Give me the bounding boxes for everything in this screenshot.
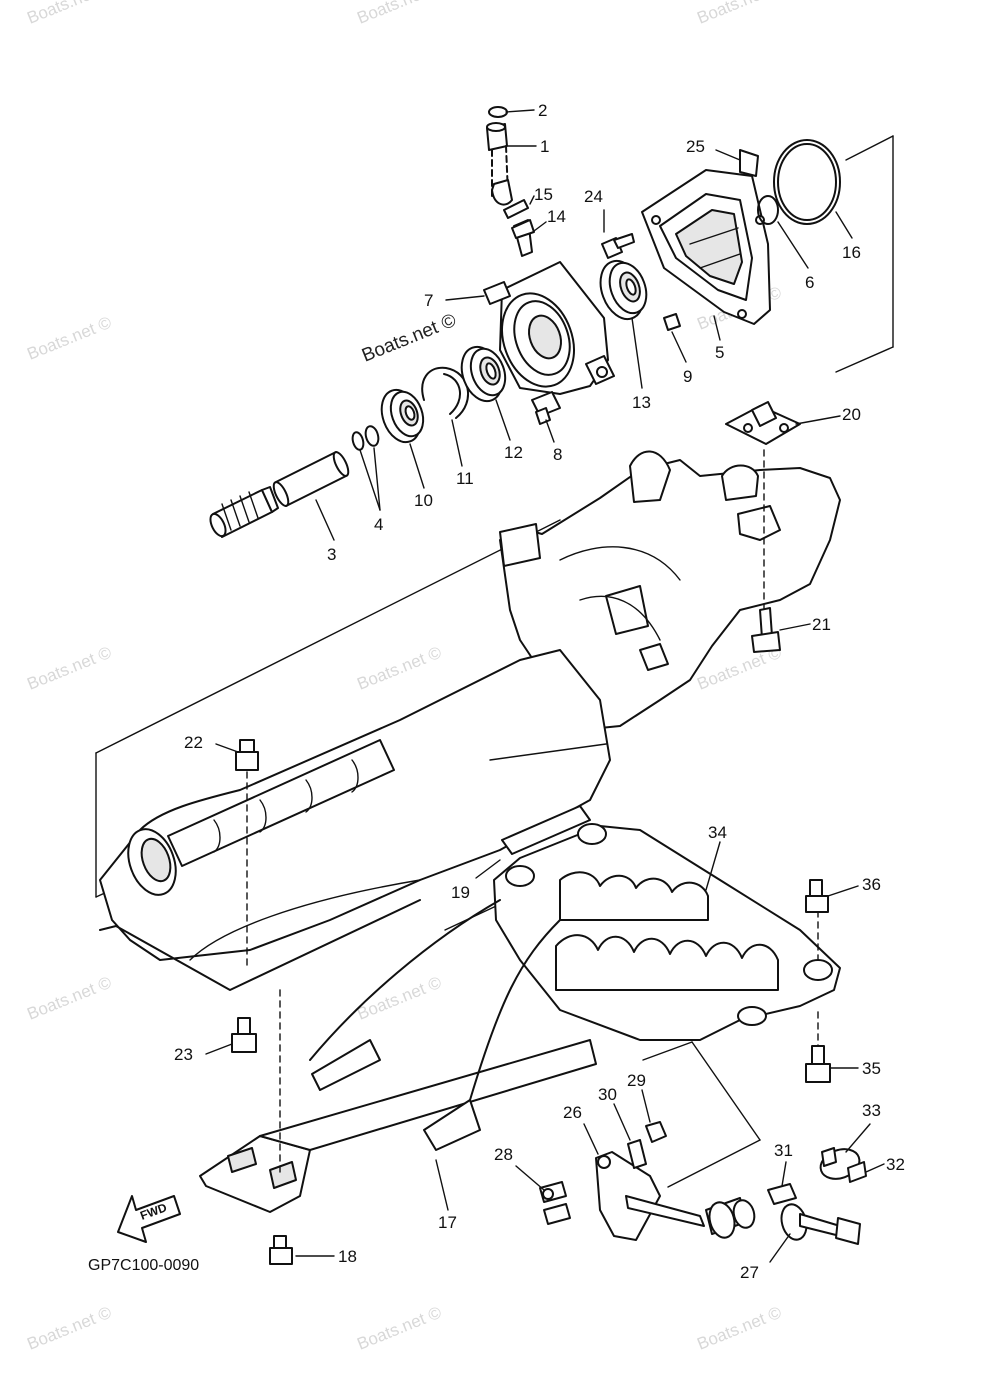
bearing-13 <box>599 259 648 321</box>
callout-36: 36 <box>862 875 881 894</box>
circlip-11 <box>421 366 469 419</box>
intake-grate <box>199 899 597 1213</box>
callout-16: 16 <box>842 243 861 262</box>
nut-29 <box>645 1121 667 1143</box>
o-ring-6 <box>757 195 779 225</box>
bearing-10 <box>380 388 425 444</box>
ride-plate <box>493 823 841 1051</box>
callout-1: 1 <box>540 137 549 156</box>
watermark-text: Boats.net © <box>354 643 444 694</box>
callout-10: 10 <box>414 491 433 510</box>
callout-5: 5 <box>715 343 724 362</box>
callout-25: 25 <box>686 137 705 156</box>
callout-28: 28 <box>494 1145 513 1164</box>
callout-27: 27 <box>740 1263 759 1282</box>
cable-end-27 <box>705 1197 861 1245</box>
watermark-text: Boats.net © <box>354 1303 444 1354</box>
pin-31 <box>767 1183 797 1205</box>
callout-26: 26 <box>563 1103 582 1122</box>
watermark-text: Boats.net © <box>694 0 784 28</box>
callout-7: 7 <box>424 291 433 310</box>
fitting-plate-20 <box>725 401 801 611</box>
callout-22: 22 <box>184 733 203 752</box>
watermark-main: Boats.net © <box>359 310 459 367</box>
collar-30 <box>627 1139 647 1169</box>
callout-34: 34 <box>708 823 727 842</box>
callout-15: 15 <box>534 185 553 204</box>
callout-3: 3 <box>327 545 336 564</box>
bolt-35 <box>805 1045 831 1083</box>
bearing-12 <box>460 345 507 403</box>
callout-29: 29 <box>627 1071 646 1090</box>
watermark-text: Boats.net © <box>694 1303 784 1354</box>
o-rings <box>351 425 380 451</box>
bolt-24 <box>601 233 635 259</box>
bracket-26 <box>595 1151 705 1241</box>
callout-12: 12 <box>504 443 523 462</box>
callout-9: 9 <box>683 367 692 386</box>
grease-hose-assembly <box>486 106 535 257</box>
callout-31: 31 <box>774 1141 793 1160</box>
callout-30: 30 <box>598 1085 617 1104</box>
bolt-22 <box>235 739 259 967</box>
callout-4: 4 <box>374 515 383 534</box>
intake-housing <box>641 169 771 325</box>
watermark-text: Boats.net © <box>24 0 114 28</box>
seal-19 <box>489 743 607 855</box>
bolts-28 <box>539 1181 571 1225</box>
clip-33 <box>819 1147 861 1180</box>
callout-11: 11 <box>456 469 474 488</box>
callout-18: 18 <box>338 1247 357 1266</box>
callout-20: 20 <box>842 405 861 424</box>
callout-14: 14 <box>547 207 566 226</box>
callout-35: 35 <box>862 1059 881 1078</box>
clip-32 <box>847 1161 867 1183</box>
bolt-21 <box>751 607 781 653</box>
watermark-text: Boats.net © <box>24 643 114 694</box>
callout-33: 33 <box>862 1101 881 1120</box>
dowel-pin <box>663 313 681 331</box>
watermark-text: Boats.net © <box>24 313 114 364</box>
bolt-23 <box>231 1017 257 1053</box>
leader-lines <box>205 109 885 1263</box>
callout-32: 32 <box>886 1155 905 1174</box>
callout-13: 13 <box>632 393 651 412</box>
callout-2: 2 <box>538 101 547 120</box>
callout-6: 6 <box>805 273 814 292</box>
callout-17: 17 <box>438 1213 457 1232</box>
watermark-text: Boats.net © <box>354 0 444 28</box>
jet-pump-housing <box>499 450 841 731</box>
plate-25 <box>739 149 759 177</box>
bolt-36 <box>805 879 829 913</box>
callout-23: 23 <box>174 1045 193 1064</box>
bolt-18 <box>269 1235 293 1265</box>
callout-19: 19 <box>451 883 470 902</box>
callout-labels: 2 1 15 14 24 25 16 6 7 5 9 13 8 12 11 10… <box>174 101 905 1282</box>
impeller-shaft <box>209 451 350 538</box>
drain-bolt <box>531 391 561 425</box>
drive-shaft-housing <box>99 649 611 991</box>
watermark-text: Boats.net © <box>24 1303 114 1354</box>
diagram-code: GP7C100-0090 <box>88 1257 199 1274</box>
large-o-ring <box>773 139 841 225</box>
callout-21: 21 <box>812 615 831 634</box>
bearing-housing <box>483 261 615 395</box>
callout-8: 8 <box>553 445 562 464</box>
watermark-text: Boats.net © <box>24 973 114 1024</box>
callout-24: 24 <box>584 187 603 206</box>
forward-arrow: FWD <box>117 1195 181 1243</box>
